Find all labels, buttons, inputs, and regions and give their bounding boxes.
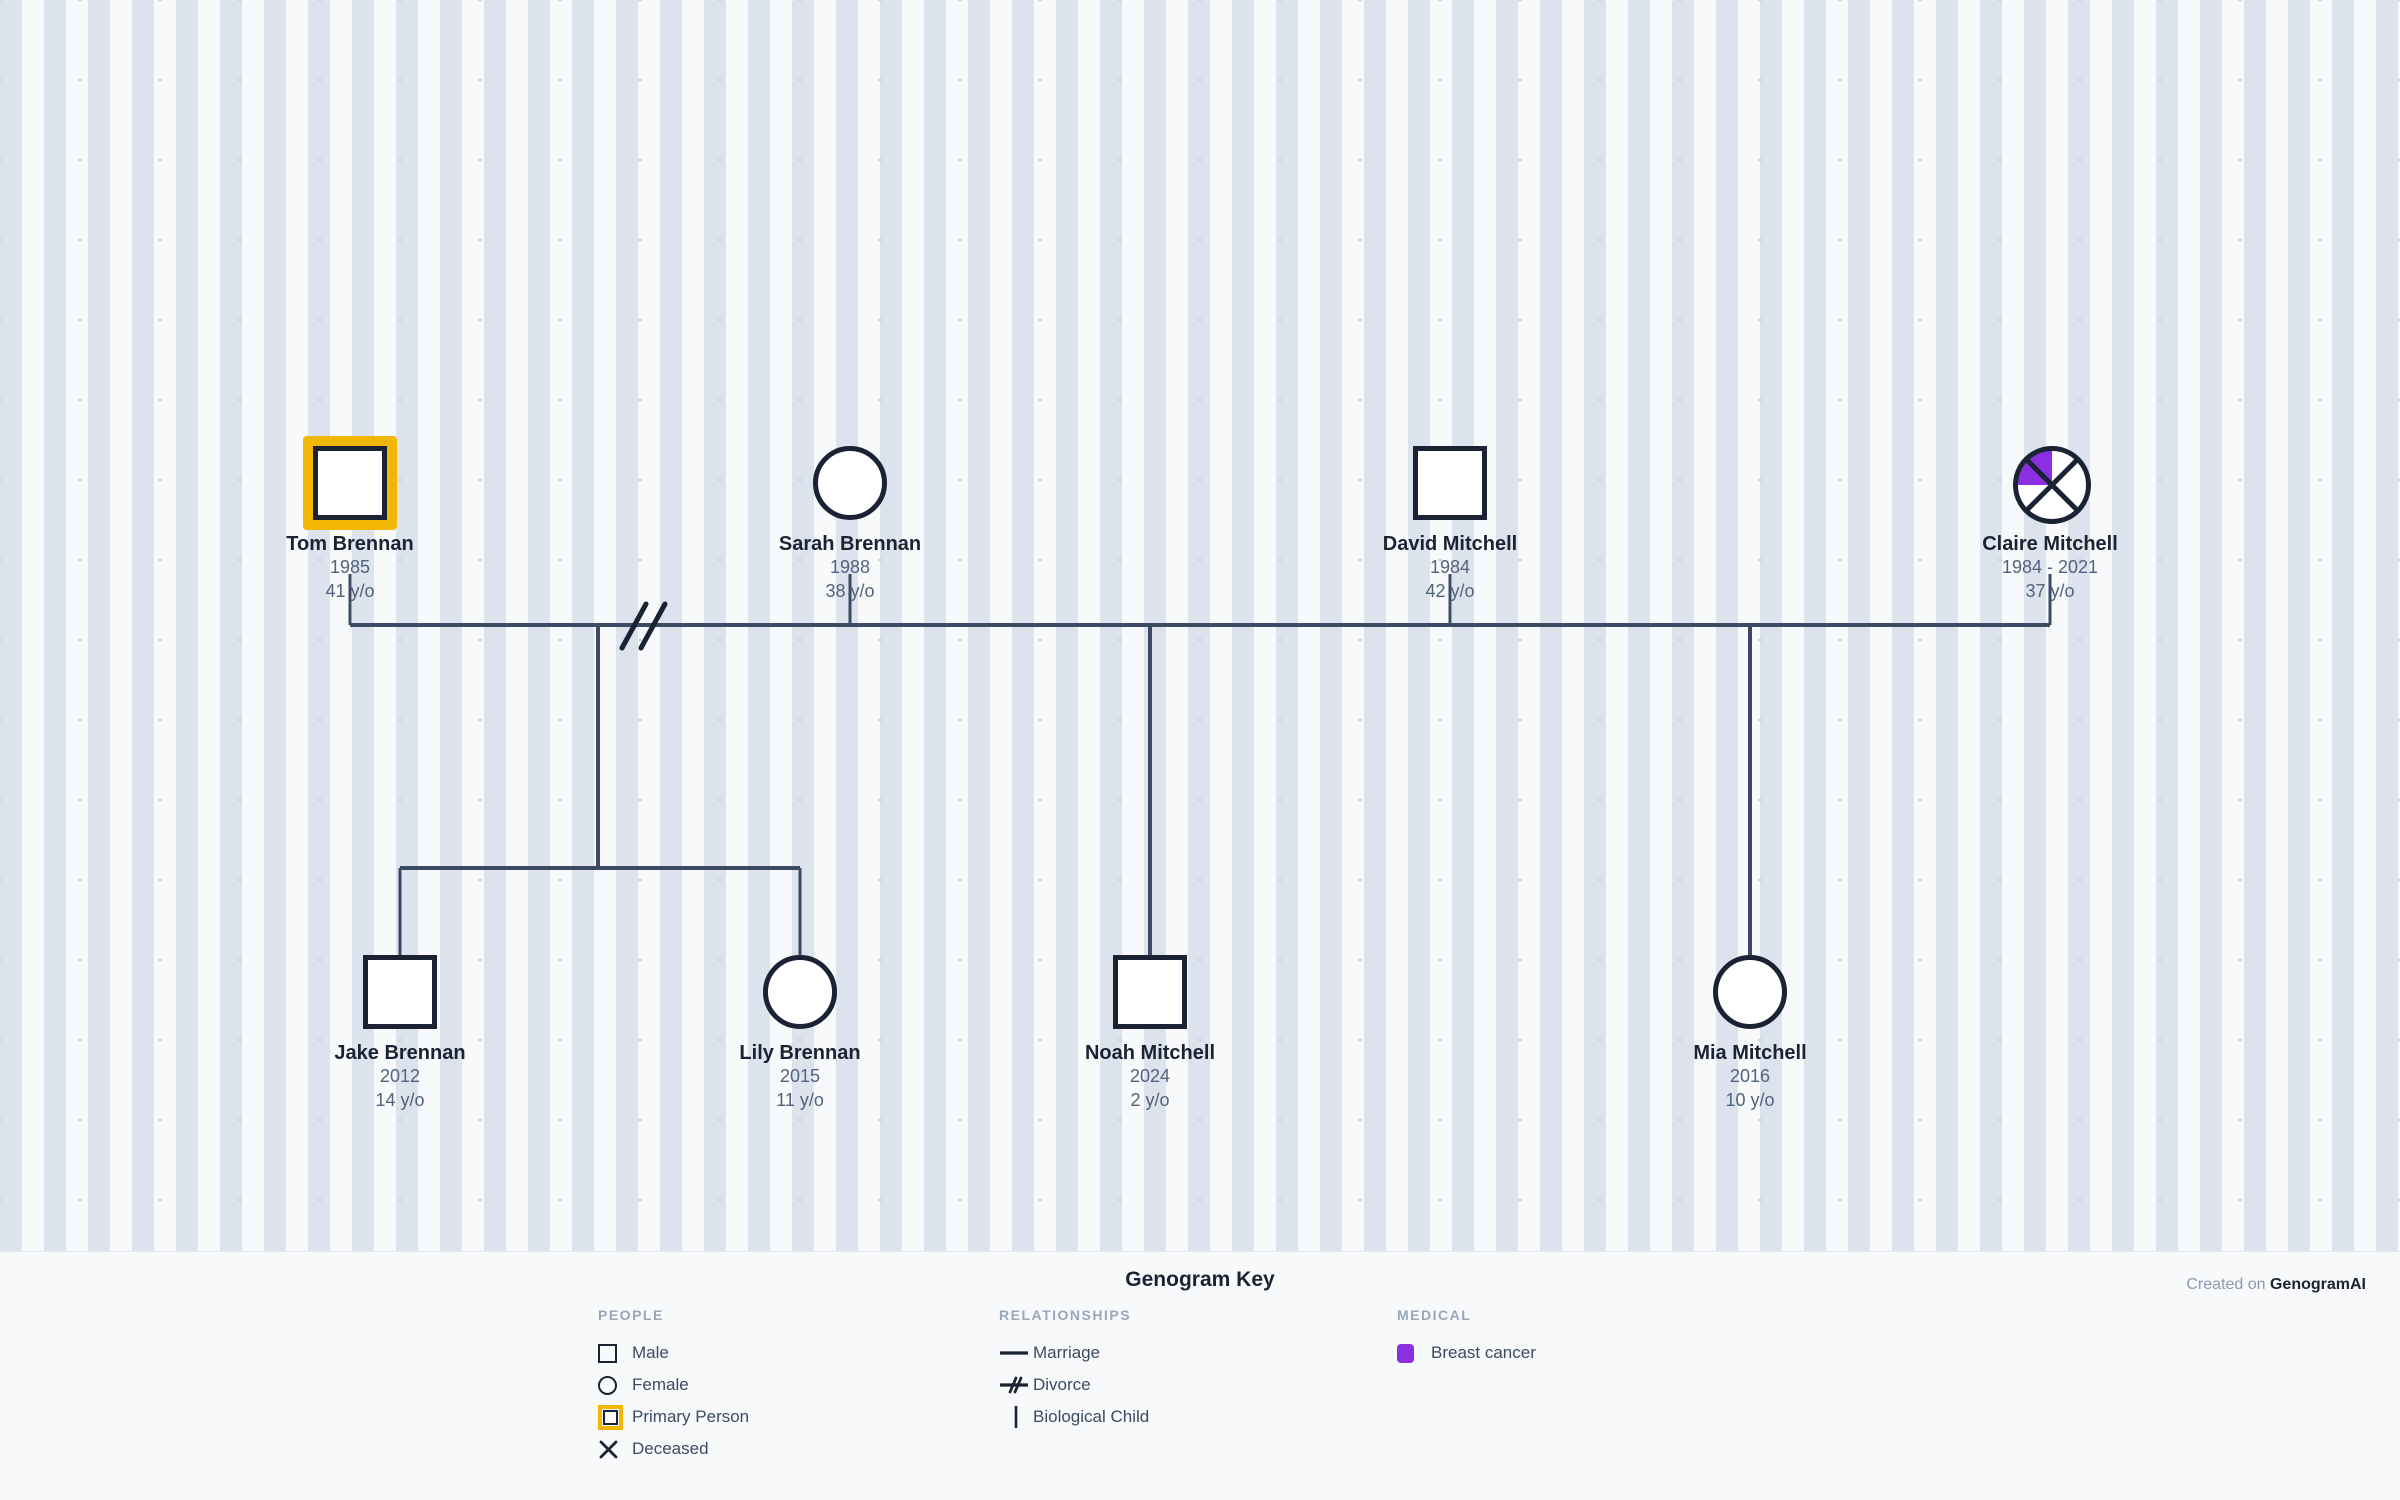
male-square-icon xyxy=(1413,446,1487,520)
legend-item-biological-child: Biological Child xyxy=(999,1401,1149,1433)
person-node-jake[interactable]: Jake Brennan 2012 14 y/o xyxy=(280,955,520,1113)
credit-prefix: Created on xyxy=(2186,1276,2270,1293)
key-section-people: PEOPLE Male Female Primary Person Deceas… xyxy=(598,1307,749,1465)
primary-person-highlight xyxy=(303,436,397,530)
shape-wrap xyxy=(2013,446,2091,524)
legend-label: Male xyxy=(632,1343,669,1362)
legend-item-female: Female xyxy=(598,1369,749,1401)
person-node-sarah[interactable]: Sarah Brennan 1988 38 y/o xyxy=(730,446,970,604)
person-node-claire[interactable]: Claire Mitchell 1984 - 2021 37 y/o xyxy=(1930,446,2170,604)
person-age: 38 y/o xyxy=(825,581,875,602)
person-age: 41 y/o xyxy=(325,581,375,602)
legend-label: Divorce xyxy=(1033,1375,1091,1394)
key-section-heading: PEOPLE xyxy=(598,1307,664,1323)
divorce-marker-tom-sarah xyxy=(619,601,668,651)
person-name: Sarah Brennan xyxy=(778,533,922,555)
person-name: Jake Brennan xyxy=(334,1042,466,1064)
genogram-canvas[interactable]: Tom Brennan 1985 41 y/o Sarah Brennan 19… xyxy=(0,0,2400,1251)
female-circle-deceased-medical-icon xyxy=(2013,446,2091,524)
key-section-heading: MEDICAL xyxy=(1397,1307,1472,1323)
legend-label: Breast cancer xyxy=(1431,1343,1536,1362)
person-name: Lily Brennan xyxy=(739,1042,861,1064)
person-years: 2012 xyxy=(379,1066,421,1087)
person-node-noah[interactable]: Noah Mitchell 2024 2 y/o xyxy=(1030,955,1270,1113)
legend-item-male: Male xyxy=(598,1337,749,1369)
person-age: 37 y/o xyxy=(2025,581,2075,602)
person-name: Mia Mitchell xyxy=(1693,1042,1807,1064)
medical-swatch-icon xyxy=(1397,1340,1431,1366)
person-age: 11 y/o xyxy=(776,1090,824,1111)
person-years: 2016 xyxy=(1729,1066,1771,1087)
male-square-icon xyxy=(363,955,437,1029)
female-circle-icon xyxy=(763,955,837,1029)
person-years: 1988 xyxy=(829,557,871,578)
person-age: 14 y/o xyxy=(375,1090,425,1111)
legend-label: Marriage xyxy=(1033,1343,1101,1362)
person-node-lily[interactable]: Lily Brennan 2015 11 y/o xyxy=(680,955,920,1113)
genogram-edges xyxy=(348,574,2052,955)
key-section-relationships: RELATIONSHIPS Marriage Divorce xyxy=(999,1307,1149,1433)
x-cross-icon xyxy=(598,1436,632,1462)
female-circle-icon xyxy=(813,446,887,520)
key-section-heading: RELATIONSHIPS xyxy=(999,1307,1132,1323)
key-title: Genogram Key xyxy=(1125,1268,1275,1291)
legend-label: Female xyxy=(632,1375,689,1394)
legend-label: Primary Person xyxy=(632,1407,750,1426)
shape-wrap xyxy=(1713,955,1787,1029)
biological-child-line-icon xyxy=(999,1404,1033,1430)
legend-item-deceased: Deceased xyxy=(598,1433,749,1465)
legend-item-primary-person: Primary Person xyxy=(598,1401,749,1433)
person-years: 2015 xyxy=(779,1066,821,1087)
legend-label: Biological Child xyxy=(1033,1407,1150,1426)
legend-item-breast-cancer: Breast cancer xyxy=(1397,1337,1536,1369)
genogram-key-footer: Genogram Key Created on GenogramAI PEOPL… xyxy=(0,1251,2400,1500)
square-icon xyxy=(598,1340,632,1366)
primary-person-icon xyxy=(598,1404,632,1430)
marriage-line-icon xyxy=(999,1340,1033,1366)
person-name: David Mitchell xyxy=(1382,533,1518,555)
legend-label: Deceased xyxy=(632,1439,709,1458)
divorce-line-icon xyxy=(999,1372,1033,1398)
shape-wrap xyxy=(1413,446,1487,520)
person-name: Noah Mitchell xyxy=(1084,1042,1215,1064)
deceased-x-cross-icon xyxy=(2021,454,2083,516)
person-age: 10 y/o xyxy=(1725,1090,1775,1111)
credit-brand: GenogramAI xyxy=(2269,1276,2366,1293)
person-name: Claire Mitchell xyxy=(1982,533,2118,555)
person-years: 2024 xyxy=(1129,1066,1171,1087)
shape-wrap xyxy=(813,446,887,520)
male-square-icon xyxy=(313,446,387,520)
person-node-tom[interactable]: Tom Brennan 1985 41 y/o xyxy=(230,436,470,604)
female-circle-icon xyxy=(1713,955,1787,1029)
circle-icon xyxy=(598,1372,632,1398)
shape-wrap xyxy=(363,955,437,1029)
legend-item-divorce: Divorce xyxy=(999,1369,1149,1401)
person-age: 42 y/o xyxy=(1425,581,1475,602)
person-age: 2 y/o xyxy=(1130,1090,1170,1111)
person-node-david[interactable]: David Mitchell 1984 42 y/o xyxy=(1330,446,1570,604)
shape-wrap xyxy=(763,955,837,1029)
credit-label: Created on GenogramAI xyxy=(2186,1276,2366,1294)
shape-wrap xyxy=(1113,955,1187,1029)
person-years: 1984 - 2021 xyxy=(2001,557,2099,578)
key-section-medical: MEDICAL Breast cancer xyxy=(1397,1307,1536,1369)
person-years: 1984 xyxy=(1429,557,1471,578)
male-square-icon xyxy=(1113,955,1187,1029)
person-node-mia[interactable]: Mia Mitchell 2016 10 y/o xyxy=(1630,955,1870,1113)
person-name: Tom Brennan xyxy=(286,533,414,555)
person-years: 1985 xyxy=(329,557,371,578)
legend-item-marriage: Marriage xyxy=(999,1337,1149,1369)
